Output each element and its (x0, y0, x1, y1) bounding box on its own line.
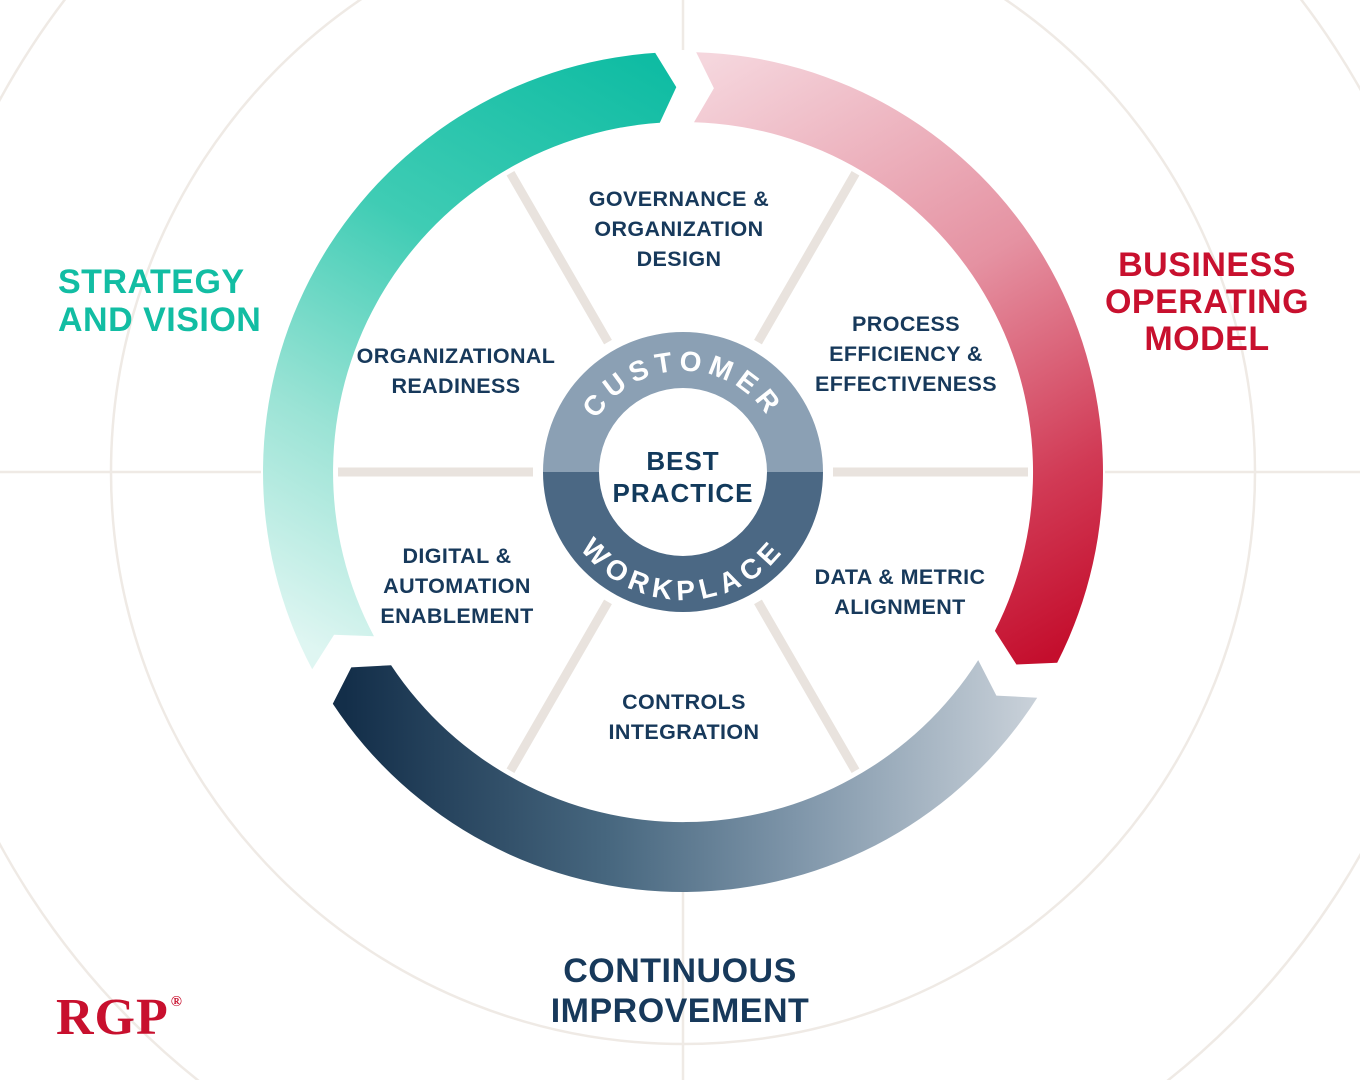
continuous-improvement-label: CONTINUOUS IMPROVEMENT (551, 951, 810, 1031)
sector-spoke (754, 170, 860, 345)
sector-label-digital-automation-enablement: DIGITAL & AUTOMATION ENABLEMENT (380, 541, 533, 631)
sector-label-line: ALIGNMENT (834, 595, 966, 619)
outer-label-line: STRATEGY (58, 263, 245, 301)
hub-ring-top-half (543, 332, 823, 472)
strategy-and-vision-label: STRATEGY AND VISION (58, 263, 261, 339)
sector-label-line: PROCESS (852, 312, 960, 336)
sector-spoke (506, 170, 612, 345)
sector-label-line: AUTOMATION (383, 574, 531, 598)
outer-label-line: IMPROVEMENT (550, 992, 810, 1030)
sector-label-line: CONTROLS (622, 690, 746, 714)
sector-label-controls-integration: CONTROLS INTEGRATION (609, 687, 760, 747)
sector-label-line: READINESS (391, 374, 521, 398)
outer-label-line: AND VISION (58, 301, 262, 339)
sector-label-line: ORGANIZATION (594, 217, 764, 241)
sector-label-line: DESIGN (636, 247, 722, 271)
hub-center-line: BEST (646, 446, 720, 476)
continuous-improvement-arc-arrow (332, 660, 1038, 892)
sector-label-line: DIGITAL & (402, 544, 512, 568)
sector-label-line: ORGANIZATIONAL (356, 344, 556, 368)
outer-label-line: BUSINESS (1118, 246, 1296, 284)
sector-label-line: EFFICIENCY & (829, 342, 983, 366)
business-operating-model-label: BUSINESS OPERATING MODEL (1105, 247, 1309, 358)
sector-label-process-efficiency-effectiveness: PROCESS EFFICIENCY & EFFECTIVENESS (815, 309, 997, 399)
sector-label-line: EFFECTIVENESS (814, 372, 998, 396)
hub-center-label: BEST PRACTICE (613, 445, 754, 509)
sector-label-line: ENABLEMENT (380, 604, 534, 628)
hub-ring-bottom-half (543, 472, 823, 612)
sector-label-line: GOVERNANCE & (588, 187, 770, 211)
outer-label-line: OPERATING (1104, 283, 1310, 321)
rgp-logo-text: RGP (56, 989, 169, 1046)
sector-label-line: INTEGRATION (608, 720, 760, 744)
sector-label-line: DATA & METRIC (814, 565, 986, 589)
business-operating-model-arc-arrow (694, 52, 1103, 665)
sector-spoke (506, 599, 612, 774)
rgp-logo: RGP® (56, 976, 183, 1044)
outer-label-line: MODEL (1144, 320, 1270, 358)
sector-label-data-metric-alignment: DATA & METRIC ALIGNMENT (815, 562, 986, 622)
strategy-vision-arc-arrow (263, 52, 677, 670)
outer-label-line: CONTINUOUS (563, 952, 797, 990)
hub-center-line: PRACTICE (612, 478, 754, 508)
sector-label-organizational-readiness: ORGANIZATIONAL READINESS (357, 341, 556, 401)
sector-spokes (338, 170, 1028, 774)
registered-trademark-symbol: ® (170, 994, 183, 1010)
sector-label-governance-organization-design: GOVERNANCE & ORGANIZATION DESIGN (589, 184, 769, 274)
sector-spoke (754, 599, 860, 774)
